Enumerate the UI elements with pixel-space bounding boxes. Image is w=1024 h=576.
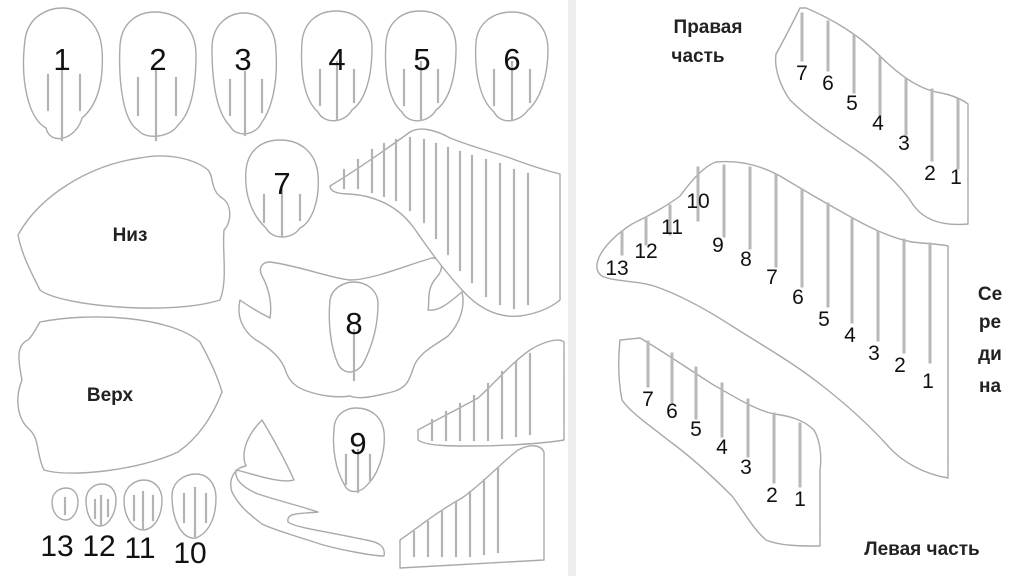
antler-piece-lower: [230, 419, 385, 557]
right-part-label-line2: часть: [671, 46, 724, 67]
head-slice-5: 5: [384, 10, 457, 122]
slice-number: 6: [503, 42, 520, 77]
slot-label: 2: [894, 354, 906, 377]
slot-label: 11: [661, 216, 683, 239]
side-strip-right-template: [329, 128, 561, 317]
slot-label: 8: [740, 248, 752, 271]
slice-number: 9: [349, 426, 366, 461]
middle-part: 13 12 11 10 9 8 7 6 5 4 3 2 1 Се ре ди н…: [596, 160, 1002, 479]
slice-number: 10: [173, 537, 206, 570]
slice-number: 4: [328, 42, 345, 77]
top-panel-template: Верх: [17, 316, 223, 474]
slot-label: 7: [796, 62, 808, 85]
top-label: Верх: [87, 385, 134, 406]
antler-piece-upper: 8: [238, 257, 464, 399]
slice-number: 11: [124, 532, 155, 565]
slice-number: 7: [273, 166, 290, 201]
slice-number: 1: [53, 42, 70, 77]
middle-label-3: ди: [978, 344, 1002, 365]
middle-label-1: Се: [978, 284, 1002, 305]
head-slice-4: 4: [300, 10, 373, 122]
slot-label: 4: [844, 324, 856, 347]
head-slice-7: 7: [244, 139, 319, 238]
head-slice-11: 11: [123, 479, 163, 565]
middle-label-2: ре: [979, 312, 1001, 333]
slot-label: 7: [642, 388, 654, 411]
slice-number: 13: [40, 530, 73, 563]
slot-label: 1: [950, 166, 962, 189]
head-slice-1: 1: [22, 7, 104, 142]
slot-label: 4: [716, 436, 728, 459]
slot-label: 5: [818, 308, 830, 331]
side-strip-left-template: [399, 445, 545, 569]
left-part: 7 6 5 4 3 2 1 Левая часть: [617, 337, 980, 560]
head-slice-2: 2: [118, 11, 197, 142]
slot-label: 1: [794, 488, 806, 511]
head-slice-13: 13: [40, 487, 79, 563]
slot-label: 7: [766, 266, 778, 289]
head-slice-10: 10: [171, 473, 217, 570]
head-slices-row: 1 2 3 4 5: [22, 7, 549, 142]
slot-label: 13: [605, 257, 628, 280]
slot-label: 5: [846, 92, 858, 115]
right-part: Правая часть 7 6 5 4 3 2 1: [671, 7, 969, 226]
slice-number: 8: [345, 306, 362, 341]
bottom-label: Низ: [113, 225, 148, 246]
slot-label: 6: [822, 72, 834, 95]
slot-label: 1: [922, 370, 934, 393]
slot-label: 9: [712, 234, 724, 257]
slot-label: 12: [634, 240, 657, 263]
head-slice-9: 9: [332, 407, 385, 494]
head-slice-6: 6: [474, 11, 549, 122]
left-part-label: Левая часть: [864, 539, 979, 560]
slot-label: 2: [766, 484, 778, 507]
head-slice-12: 12: [82, 483, 117, 563]
slice-number: 2: [149, 42, 166, 77]
slot-label: 2: [924, 162, 936, 185]
slice-number: 3: [234, 42, 251, 77]
slot-label: 10: [686, 190, 709, 213]
slot-label: 3: [868, 342, 880, 365]
head-slice-3: 3: [211, 12, 278, 137]
right-part-label-line1: Правая: [674, 17, 743, 38]
slot-label: 3: [898, 132, 910, 155]
slot-label: 6: [792, 286, 804, 309]
side-strip-middle-template: [417, 339, 565, 447]
slot-label: 3: [740, 456, 752, 479]
slice-number: 12: [82, 530, 115, 563]
slot-label: 5: [690, 418, 702, 441]
slice-number: 5: [413, 42, 430, 77]
slot-label: 6: [666, 400, 678, 423]
bottom-panel-template: Низ: [17, 155, 231, 309]
slot-label: 4: [872, 112, 884, 135]
panel-divider: [568, 0, 576, 576]
middle-label-4: на: [979, 376, 1001, 397]
